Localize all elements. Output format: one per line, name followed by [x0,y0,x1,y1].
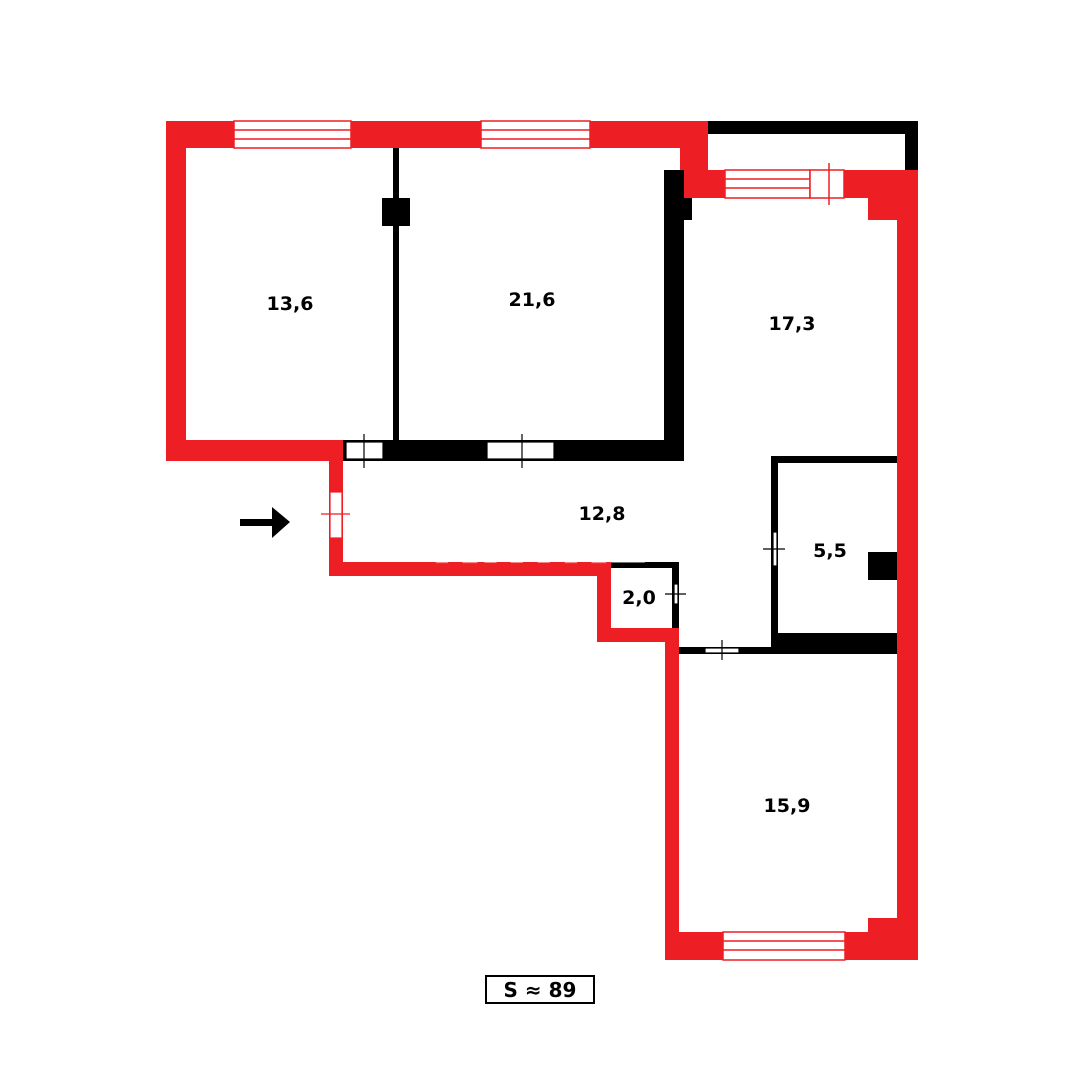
room-area-label: 13,6 [266,293,314,315]
bathroom-area-label: 5,5 [813,540,847,562]
toilet-area-label: 2,0 [622,587,656,609]
room-area-label: 15,9 [763,795,811,817]
windows [233,120,846,961]
balcony-outline [708,121,918,171]
hall-area-label: 12,8 [578,503,626,525]
room-area-label: 21,6 [508,289,556,311]
total-area-box: S ≈ 89 [485,975,595,1004]
arrow-right-icon [240,507,290,538]
entrance-door [321,491,350,539]
watermark: kn.kz [430,498,651,580]
doors [345,434,785,660]
room-area-label: 17,3 [768,313,816,335]
total-area-label: S ≈ 89 [503,977,577,1002]
